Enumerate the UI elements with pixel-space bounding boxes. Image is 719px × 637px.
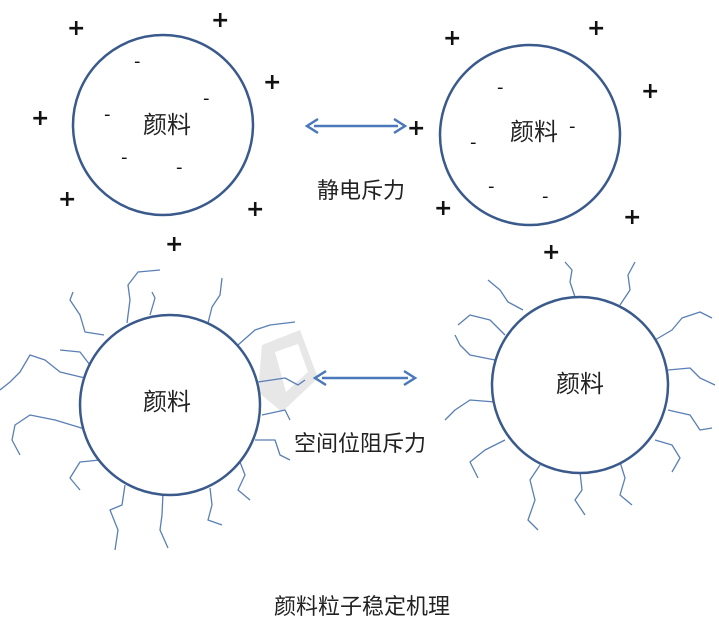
polymer-chain — [527, 464, 541, 531]
negative-charge: - — [569, 116, 576, 137]
positive-charge: + — [31, 106, 49, 131]
negative-charge: - — [488, 176, 495, 197]
watermark-mark-inner — [275, 344, 308, 392]
positive-charge: + — [407, 116, 425, 141]
pigment-particle-bottom-right — [490, 295, 670, 475]
electrostatic-section: 颜料 - - - - - + + + + + + + 颜料 - - - - - — [31, 8, 659, 265]
polymer-chain — [457, 314, 506, 336]
polymer-chain — [619, 461, 633, 506]
negative-charge: - — [104, 104, 111, 125]
polymer-chain — [126, 269, 161, 324]
polymer-chain — [667, 367, 716, 386]
polymer-chains-left — [0, 269, 306, 551]
polymer-chain — [109, 484, 126, 551]
positive-charge: + — [542, 240, 560, 265]
polymer-chain — [237, 461, 251, 501]
pigment-label-top-left: 颜料 — [143, 111, 191, 139]
polymer-chain — [237, 321, 296, 346]
negative-charge: - — [121, 147, 128, 168]
positive-charge: + — [67, 16, 85, 41]
polymer-chain — [11, 414, 89, 456]
positive-charge: + — [211, 8, 229, 33]
negative-charge: - — [470, 132, 477, 153]
polymer-chains-right — [444, 261, 716, 531]
polymer-chain — [207, 487, 223, 526]
diagram-caption: 颜料粒子稳定机理 — [274, 595, 450, 620]
polymer-chain — [564, 261, 576, 298]
polymer-chain — [0, 354, 86, 391]
polymer-chain — [255, 439, 291, 461]
positive-charge: + — [641, 79, 659, 104]
polymer-chain — [667, 409, 713, 431]
positive-charge: + — [58, 187, 76, 212]
polymer-chain — [261, 409, 291, 421]
negative-charge: - — [176, 157, 183, 178]
positive-charge: + — [623, 205, 641, 230]
electrostatic-double-arrow — [304, 117, 408, 135]
positive-charge: + — [443, 26, 461, 51]
polymer-chain — [69, 459, 101, 491]
pigment-label-top-right: 颜料 — [510, 118, 558, 146]
pigment-particle-top-right — [438, 43, 622, 227]
negative-charges-right: - - - - - — [470, 77, 576, 207]
steric-repulsion-label: 空间位阻斥力 — [294, 432, 426, 457]
positive-charges-right: + + + + + + + — [407, 16, 659, 265]
positive-charge: + — [165, 232, 183, 257]
steric-double-arrow — [312, 369, 418, 387]
polymer-chain — [444, 399, 496, 421]
electrostatic-repulsion-label: 静电斥力 — [317, 179, 405, 204]
polymer-chain — [487, 279, 524, 311]
polymer-chain — [469, 439, 506, 479]
watermark-logo — [258, 330, 318, 412]
pigment-label-bottom-left: 颜料 — [143, 388, 191, 416]
polymer-chain — [654, 311, 713, 341]
polymer-chain — [574, 471, 586, 516]
negative-charge: - — [134, 51, 141, 72]
polymer-chain — [206, 277, 223, 328]
pigment-label-bottom-right: 颜料 — [556, 370, 604, 398]
pigment-particle-bottom-left — [78, 313, 262, 497]
pigment-particle-top-left — [71, 33, 255, 217]
negative-charge: - — [203, 88, 210, 109]
polymer-chain — [69, 291, 105, 336]
positive-charge: + — [263, 70, 281, 95]
positive-charge: + — [246, 197, 264, 222]
negative-charges-left: - - - - - — [104, 51, 210, 178]
polymer-chain — [159, 492, 169, 549]
steric-section: 颜料 颜料 空间位阻斥力 — [0, 261, 716, 551]
negative-charge: - — [542, 186, 549, 207]
positive-charges-left: + + + + + + + — [31, 8, 281, 257]
positive-charge: + — [587, 16, 605, 41]
polymer-chain — [59, 349, 91, 366]
positive-charge: + — [434, 196, 452, 221]
polymer-chain — [454, 334, 496, 361]
polymer-chain — [654, 439, 681, 473]
polymer-chain — [149, 291, 156, 316]
polymer-chain — [257, 377, 306, 386]
polymer-chain — [619, 261, 636, 306]
negative-charge: - — [497, 77, 504, 98]
